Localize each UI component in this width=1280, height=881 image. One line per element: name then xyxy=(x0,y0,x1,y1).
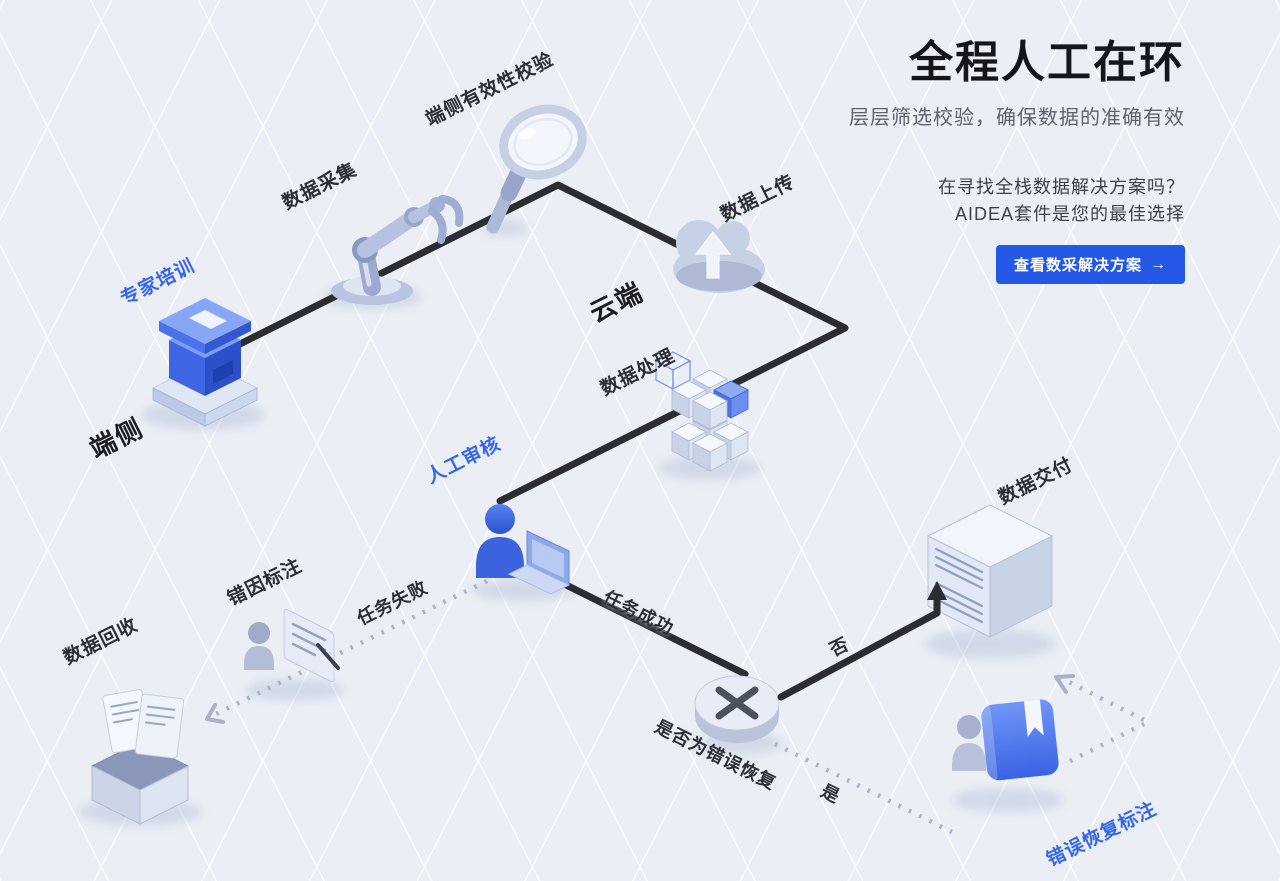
cube-stack-icon xyxy=(655,351,749,472)
dotted-arrowhead-left xyxy=(205,703,225,724)
cloud-upload-icon xyxy=(673,220,765,293)
dotted-arrowhead-right xyxy=(1054,674,1075,694)
recycle-box-icon xyxy=(90,689,190,825)
pitch-line-1: 在寻找全栈数据解决方案吗？ xyxy=(938,176,1185,197)
server-icon xyxy=(926,504,1054,638)
reviewer-person-icon xyxy=(476,504,571,595)
view-solution-button[interactable]: 查看数采解决方案 → xyxy=(995,245,1185,285)
page-subtitle: 层层筛选校验，确保数据的准确有效 xyxy=(849,106,1185,129)
yes-branch-dotted-line xyxy=(773,741,954,835)
header: 全程人工在环 层层筛选校验，确保数据的准确有效 在寻找全栈数据解决方案吗？ AI… xyxy=(765,38,1185,285)
pitch-line-2: AIDEA套件是您的最佳选择 xyxy=(954,204,1185,225)
view-solution-button-label: 查看数采解决方案 xyxy=(1013,257,1142,275)
robot-arm-icon xyxy=(331,195,464,305)
dotted-connectors xyxy=(205,578,1154,835)
decision-x-icon xyxy=(694,675,780,743)
page-title: 全程人工在环 xyxy=(909,38,1185,87)
pipeline-path xyxy=(204,181,849,505)
task-failed-dotted-line xyxy=(213,578,488,718)
x-mark xyxy=(715,686,759,720)
recovery-book-person-icon xyxy=(952,699,1059,781)
review-to-decision-path xyxy=(536,568,749,678)
graduation-podium-icon xyxy=(151,298,259,427)
arrow-right-icon: → xyxy=(1150,255,1167,273)
no-branch-arrow xyxy=(777,581,947,701)
error-doc-person-icon xyxy=(244,608,340,683)
recovery-return-dotted-line xyxy=(1059,675,1154,764)
pitch-text: 在寻找全栈数据解决方案吗？ AIDEA套件是您的最佳选择 xyxy=(765,174,1185,230)
magnifier-icon xyxy=(486,104,587,234)
